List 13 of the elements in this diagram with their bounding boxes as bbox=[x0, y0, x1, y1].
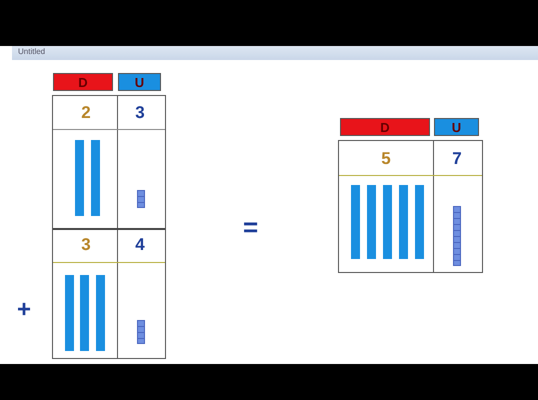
digit: 5 bbox=[380, 149, 392, 169]
digit: 2 bbox=[80, 103, 92, 123]
digit: 3 bbox=[134, 103, 146, 123]
digit: 3 bbox=[80, 235, 92, 255]
column-header: D bbox=[340, 118, 430, 136]
equals-sign: = bbox=[243, 212, 258, 243]
digit: 4 bbox=[134, 235, 146, 255]
window-title: Untitled bbox=[18, 47, 46, 56]
column-header: U bbox=[434, 118, 479, 136]
plus-sign: + bbox=[17, 296, 32, 324]
column-header: D bbox=[53, 73, 113, 91]
column-header: U bbox=[118, 73, 161, 91]
digit: 7 bbox=[451, 149, 463, 169]
